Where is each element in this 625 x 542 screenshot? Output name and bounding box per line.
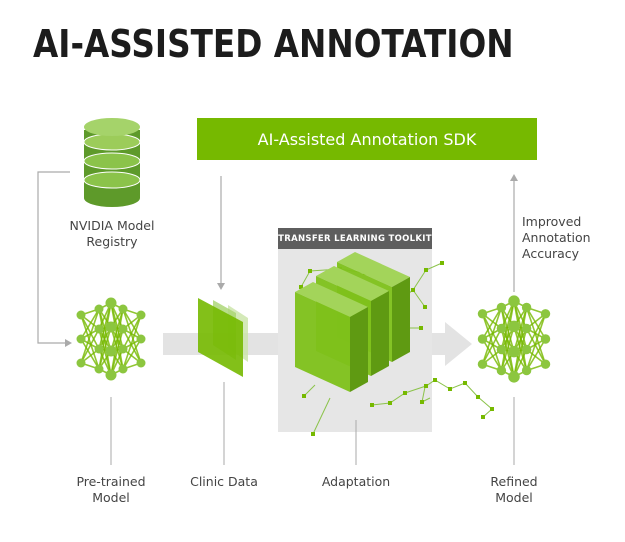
improved-label-line: Improved [522,214,582,229]
page-title: AI-ASSISTED ANNOTATION [33,22,514,66]
stage-label-line: Model [495,490,533,505]
network-node [477,359,488,369]
network-node [136,358,146,368]
improved-label-line: Annotation [522,230,591,245]
registry-label: NVIDIA Model Registry [52,218,172,250]
network-node [477,334,488,344]
network-node [76,334,86,344]
network-node [118,324,128,334]
network-node [136,310,146,320]
network-node [477,309,488,319]
network-node [105,345,117,357]
block-top [316,266,389,301]
pretrained-network-icon [76,297,146,381]
arrowhead-icon [65,339,72,347]
refined-network-icon [477,295,551,383]
network-node [94,344,104,354]
stage-label-refined: Refined Model [459,474,569,506]
stage-label-line: Refined [490,474,538,489]
network-node [118,364,128,374]
toolkit-header: TRANSFER LEARNING TOOLKIT [278,228,432,249]
improved-accuracy-label: Improved Annotation Accuracy [522,214,591,262]
block-side [392,277,410,362]
stage-label-line: Adaptation [321,474,391,489]
network-node [94,304,104,314]
network-node [521,302,532,313]
stage-label-line: Clinic Data [190,474,258,489]
network-node [105,297,117,309]
network-node [508,295,520,307]
network-node [76,358,86,368]
network-node [540,334,551,344]
network-node [521,365,532,376]
network-node [496,344,507,355]
network-node [521,323,532,334]
stage-label-line: Model [92,490,130,505]
block-top [295,282,368,317]
network-node [118,344,128,354]
arrowhead-icon [217,283,225,290]
registry-connector [37,171,70,344]
stage-label-line: Pre-trained [76,474,146,489]
network-node [540,359,551,369]
clinic-data-icon [198,298,248,377]
network-node [94,364,104,374]
network-node [508,320,520,333]
sdk-banner: AI-Assisted Annotation SDK [197,118,537,160]
transfer-learning-blocks-icon [295,252,410,392]
network-node [105,321,117,333]
network-node [508,371,520,383]
registry-label-line: Registry [86,234,138,249]
block-front [295,292,350,392]
network-node [496,302,507,313]
network-node [136,334,146,344]
network-node [496,323,507,334]
improved-label-line: Accuracy [522,246,580,261]
database-icon [83,118,141,207]
network-node [521,344,532,355]
network-node [118,304,128,314]
network-node [540,309,551,319]
stage-label-adaptation: Adaptation [301,474,411,490]
block-side [371,291,389,376]
block-side [350,307,368,392]
stage-label-clinic-data: Clinic Data [169,474,279,490]
network-node [105,369,117,381]
stage-label-pretrained: Pre-trained Model [56,474,166,506]
network-node [94,324,104,334]
network-node [496,365,507,376]
arrowhead-icon [510,174,518,181]
block-top [337,252,410,287]
registry-label-line: NVIDIA Model [69,218,155,233]
network-node [508,345,520,358]
network-node [76,310,86,320]
